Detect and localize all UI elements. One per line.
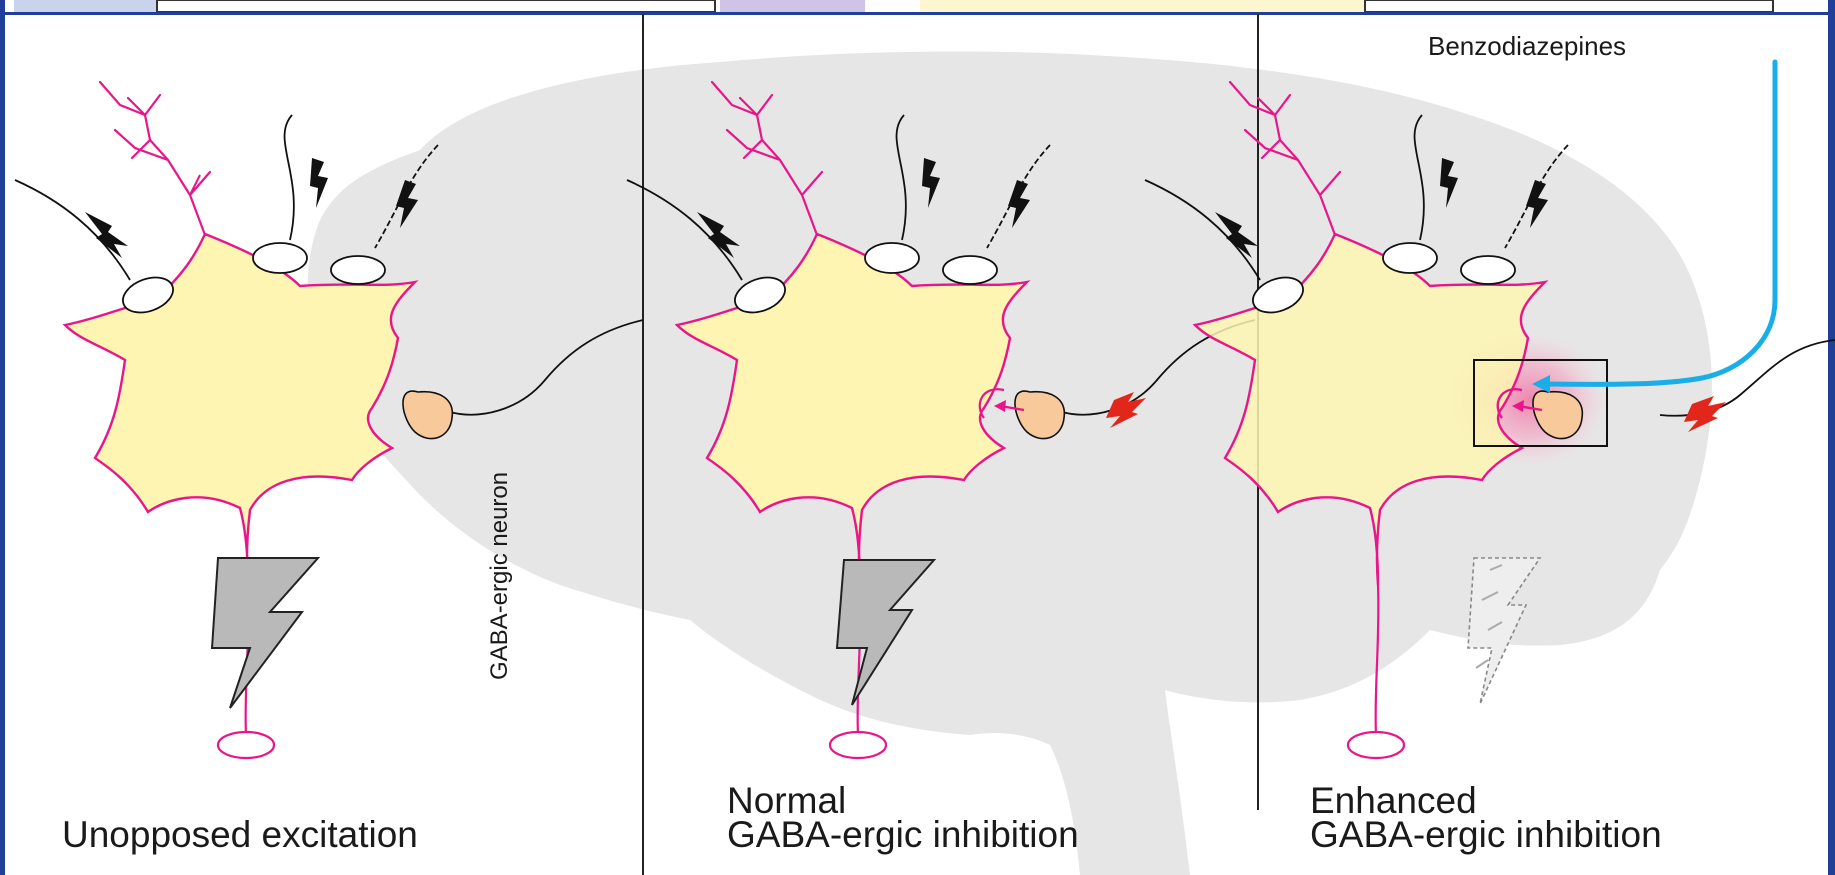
frame-left-edge — [0, 0, 5, 875]
header-swatch-mid — [720, 0, 865, 12]
header-swatch-left — [14, 0, 157, 12]
gaba-neuron-label: GABA-ergic neuron — [486, 472, 513, 680]
caption-normal-line2: GABA-ergic inhibition — [727, 817, 1079, 853]
header-swatch-right — [920, 0, 1365, 12]
caption-enhanced-line2: GABA-ergic inhibition — [1310, 817, 1662, 853]
axon-terminal — [830, 732, 886, 758]
axon-terminal — [1348, 732, 1404, 758]
frame-top-edge — [0, 12, 1835, 15]
axon-terminal — [218, 732, 274, 758]
propagating-excitation-bolt — [212, 558, 318, 708]
neuron-body — [65, 234, 415, 585]
benzodiazepines-label: Benzodiazepines — [1428, 31, 1626, 62]
frame-right-edge — [1828, 0, 1835, 875]
caption-unopposed-excitation: Unopposed excitation — [62, 817, 418, 853]
